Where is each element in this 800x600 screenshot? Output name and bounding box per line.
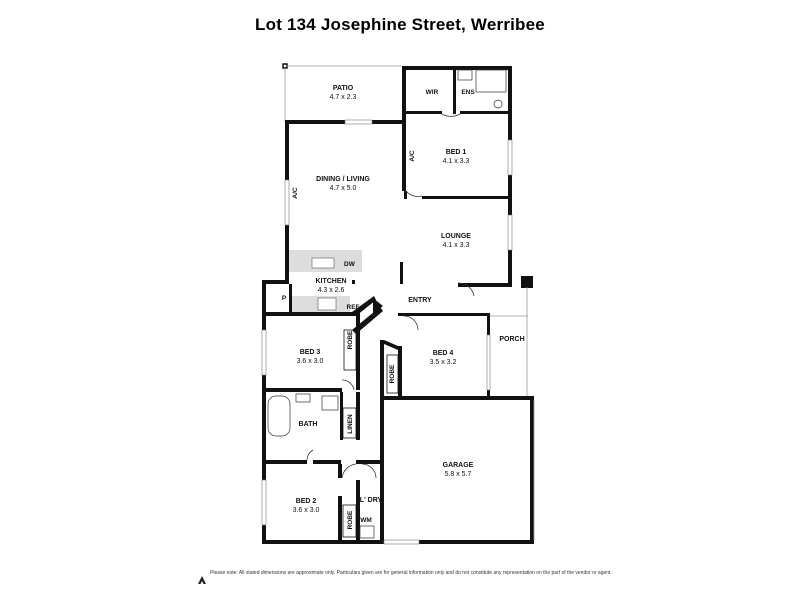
tag-ac-dining: A/C	[292, 187, 299, 199]
room-dims-bed1: 4.1 x 3.3	[443, 158, 470, 165]
tag-robe-bed2: ROBE	[347, 510, 354, 529]
disclaimer-text: Please note: All stated dimensions are a…	[210, 570, 612, 576]
tag-wir: WIR	[426, 89, 439, 96]
room-name-kitchen: KITCHEN	[315, 278, 346, 285]
room-dims-garage: 5.8 x 5.7	[445, 471, 472, 478]
room-dims-kitchen: 4.3 x 2.6	[318, 287, 345, 294]
room-dims-dining: 4.7 x 5.0	[330, 185, 357, 192]
tag-robe-bed4: ROBE	[389, 364, 396, 383]
tag-pantry: P	[282, 295, 287, 302]
tag-linen: LINEN	[347, 414, 354, 434]
room-name-bed1: BED 1	[446, 149, 467, 156]
kitchen-benches	[289, 250, 362, 312]
windows	[261, 119, 513, 545]
room-name-dining: DINING / LIVING	[316, 176, 370, 183]
room-dims-bed3: 3.6 x 3.0	[297, 358, 324, 365]
room-dims-patio: 4.7 x 2.3	[330, 94, 357, 101]
brand-logo	[198, 576, 206, 584]
patio-outline	[282, 63, 402, 122]
room-dims-bed2: 3.6 x 3.0	[293, 507, 320, 514]
room-name-garage: GARAGE	[443, 462, 474, 469]
tag-ens: ENS	[461, 89, 475, 96]
room-name-porch: PORCH	[499, 336, 524, 343]
room-name-bath: BATH	[299, 421, 318, 428]
room-name-ldry: L' DRY	[360, 497, 383, 504]
tag-ac-bed1: A/C	[409, 150, 416, 162]
room-name-lounge: LOUNGE	[441, 233, 471, 240]
robe-boxes	[342, 329, 399, 538]
room-dims-bed4: 3.5 x 3.2	[430, 359, 457, 366]
fixtures	[267, 69, 507, 539]
room-name-entry: ENTRY	[408, 297, 432, 304]
tag-ref: REF	[347, 304, 360, 311]
room-name-bed2: BED 2	[296, 498, 317, 505]
room-name-bed3: BED 3	[300, 349, 321, 356]
tag-robe-bed3: ROBE	[347, 330, 354, 349]
room-name-bed4: BED 4	[433, 350, 454, 357]
plan-title: Lot 134 Josephine Street, Werribee	[255, 15, 545, 34]
doors	[306, 113, 475, 479]
tag-dw: DW	[344, 261, 356, 268]
tag-wm: WM	[360, 517, 372, 524]
room-dims-lounge: 4.1 x 3.3	[443, 242, 470, 249]
room-name-patio: PATIO	[333, 85, 354, 92]
